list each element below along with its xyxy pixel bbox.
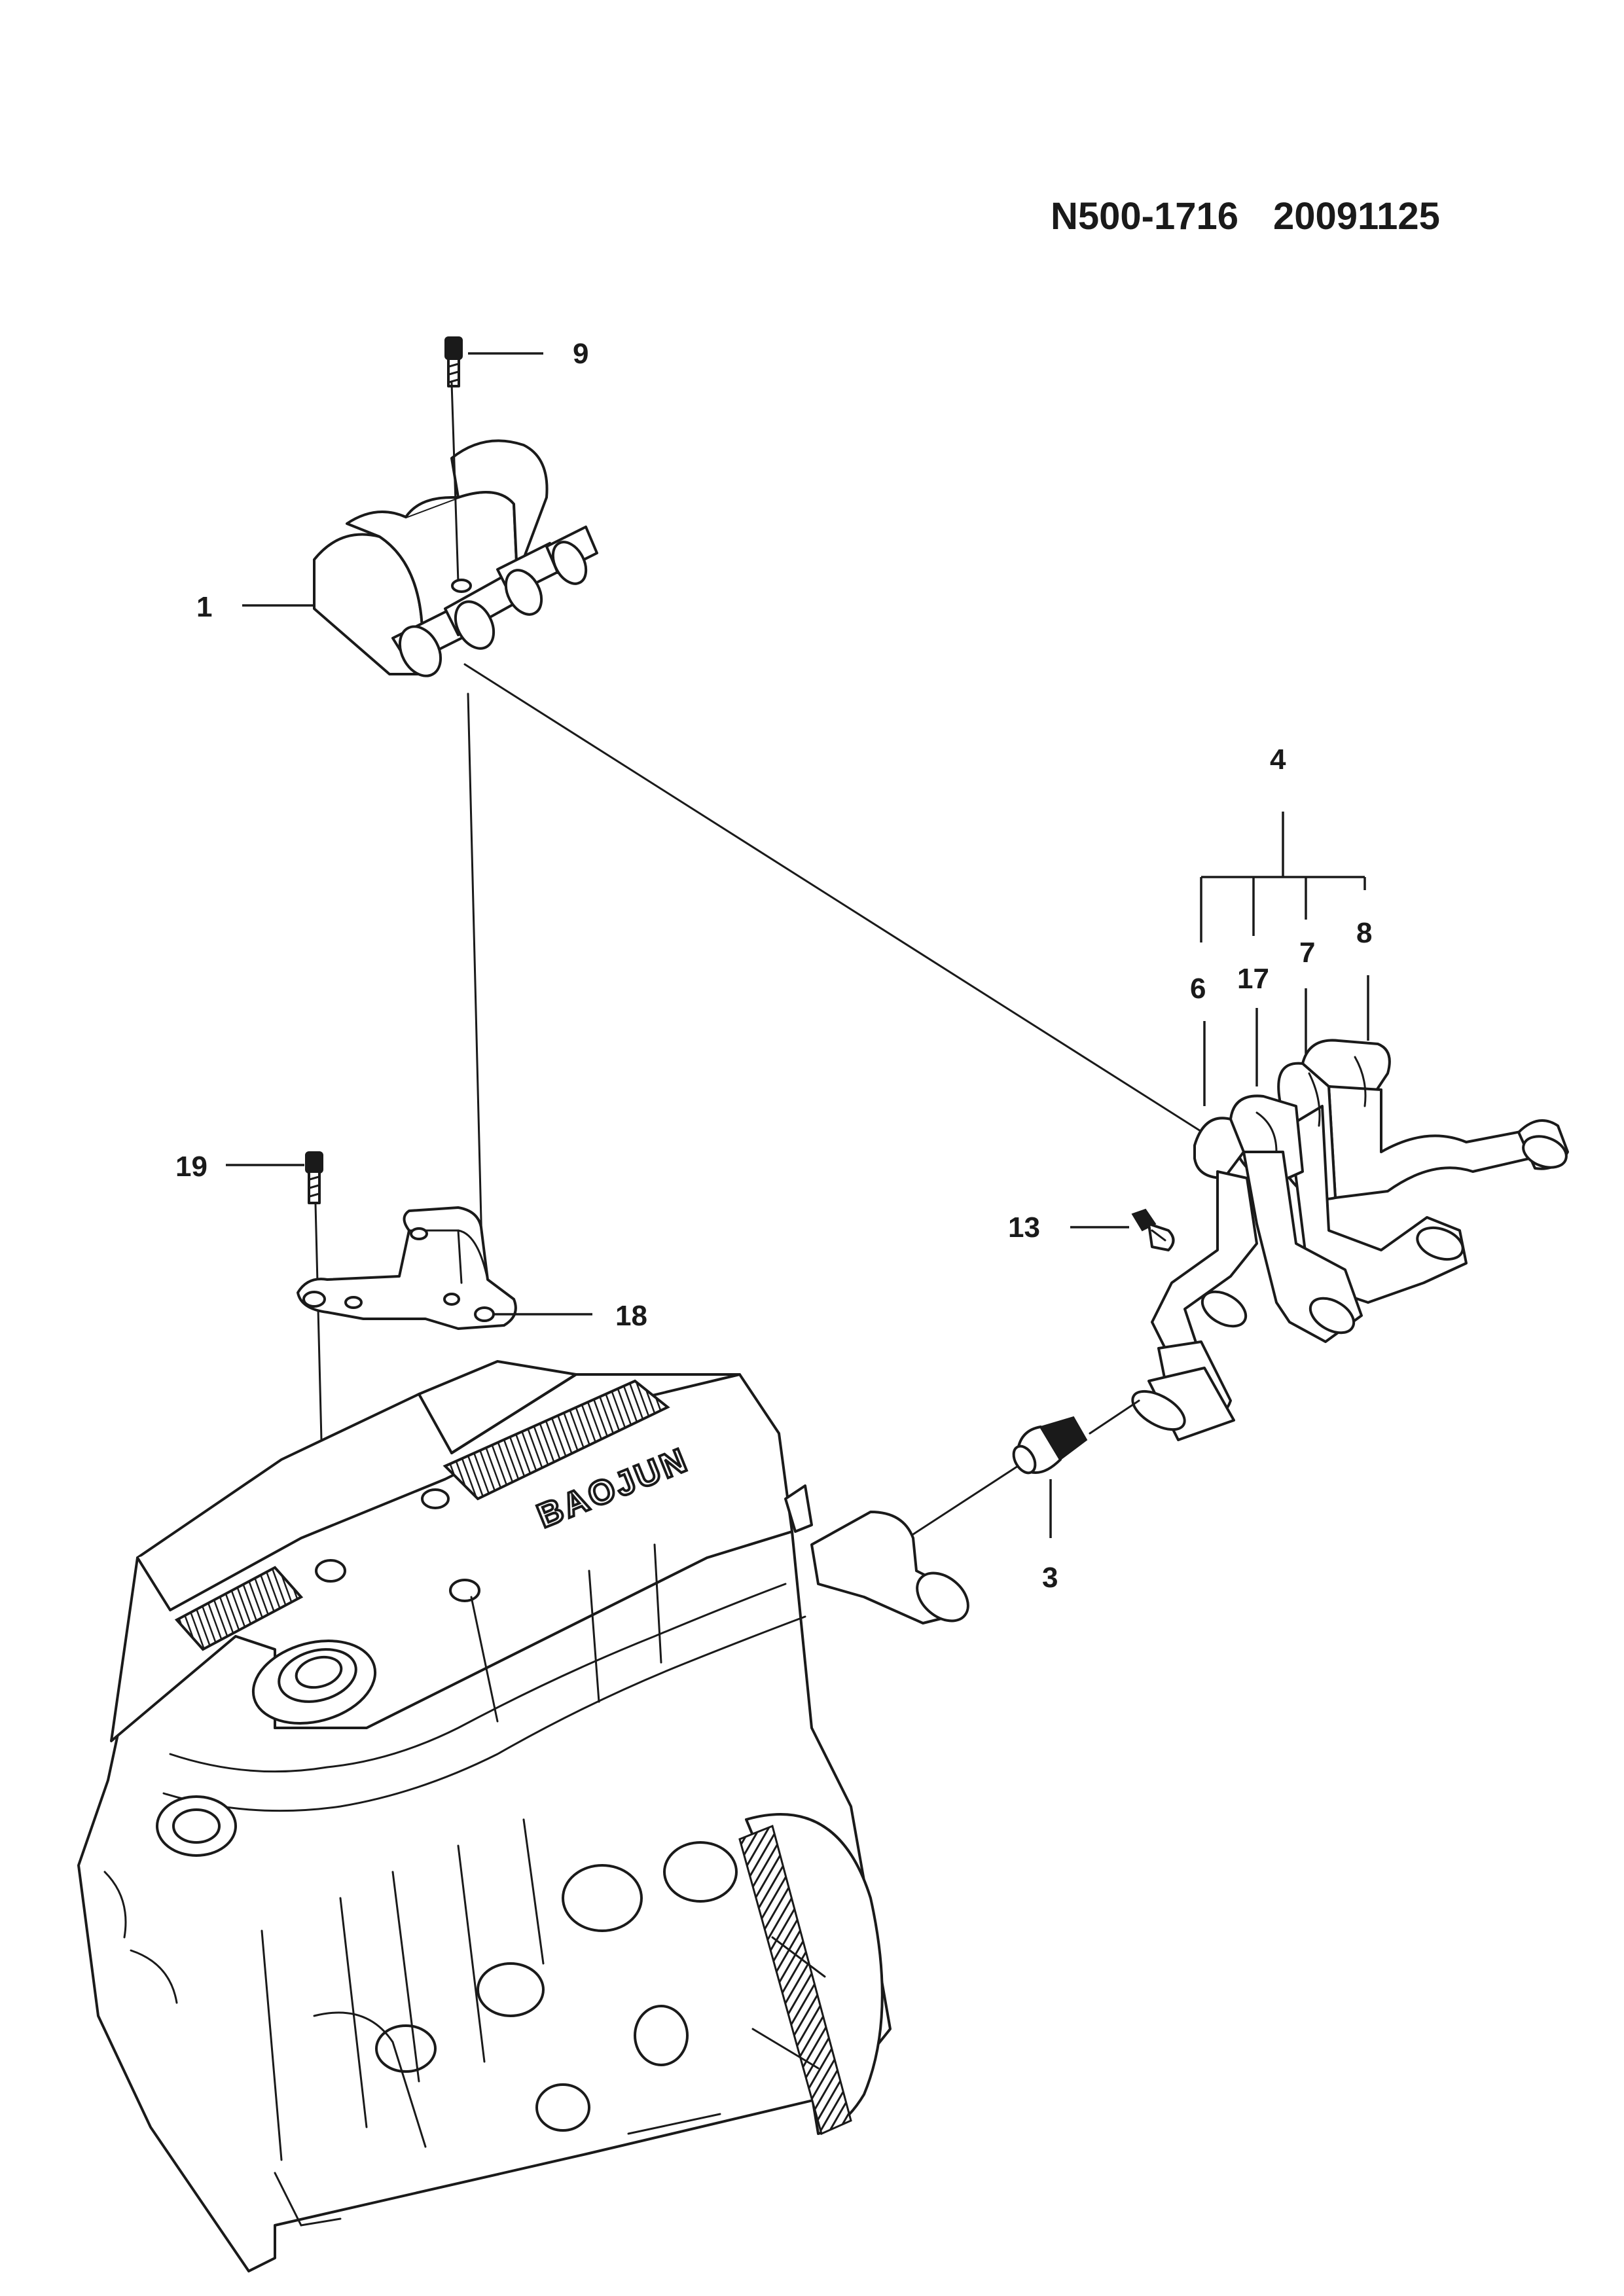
bracket-bolt-part-19 <box>305 1151 323 1204</box>
callout-13: 13 <box>1008 1211 1040 1244</box>
engine-assembly: BAOJUN <box>77 1360 969 2272</box>
callout-6: 6 <box>1190 973 1206 1005</box>
callout-9: 9 <box>573 338 588 370</box>
callout-17: 17 <box>1237 963 1269 995</box>
spark-plug-part-3 <box>1012 1399 1140 1475</box>
part-13-fitting <box>1131 1208 1175 1251</box>
callout-8: 8 <box>1356 917 1372 949</box>
callout-1: 1 <box>196 591 212 623</box>
coil-bracket-part-18 <box>297 1206 517 1330</box>
doc-code: N500-1716 <box>1051 195 1238 238</box>
callout-4: 4 <box>1270 744 1286 776</box>
callout-7: 7 <box>1299 937 1315 969</box>
guide-line-coil-to-wires <box>463 663 1209 1137</box>
callout-3: 3 <box>1042 1562 1058 1594</box>
guide-line-coil-to-bracket <box>467 692 484 1300</box>
header: N500-1716 20091125 <box>1051 195 1440 238</box>
doc-date: 20091125 <box>1273 195 1440 238</box>
callout-18: 18 <box>615 1300 647 1332</box>
wire-set-bracket-part-4 <box>1200 812 1366 942</box>
callout-19: 19 <box>175 1151 208 1183</box>
ignition-coil-part-1 <box>313 382 598 677</box>
coil-bolt-part-9 <box>444 336 463 387</box>
ignition-wire-set <box>1131 1039 1569 1441</box>
